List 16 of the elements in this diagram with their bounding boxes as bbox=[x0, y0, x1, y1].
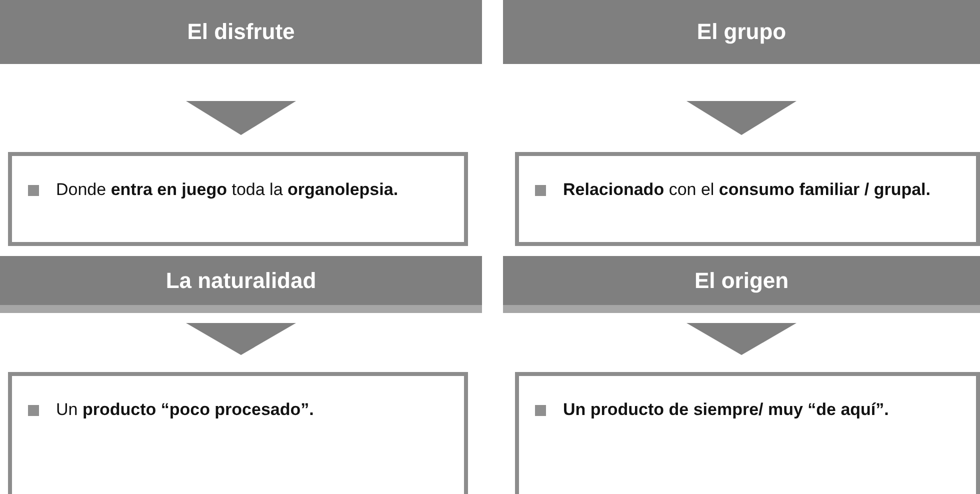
bullet-text: Relacionado con el consumo familiar / grupal. bbox=[563, 179, 932, 201]
section-header: El disfrute bbox=[0, 0, 482, 64]
bullet-text: Un producto de siempre/ muy “de aquí”. bbox=[563, 399, 890, 421]
bullet-text: Un producto “poco procesado”. bbox=[56, 399, 315, 421]
arrow bbox=[686, 323, 796, 355]
arrow bbox=[686, 101, 796, 135]
text-box bbox=[515, 372, 980, 494]
text-box bbox=[515, 152, 980, 246]
text-box bbox=[8, 372, 468, 494]
section-header: La naturalidad bbox=[0, 256, 482, 313]
bullet-text: Donde entra en juego toda la organolepsia. bbox=[56, 179, 400, 201]
section-header: El grupo bbox=[503, 0, 980, 64]
text-box bbox=[8, 152, 468, 246]
section-header: El origen bbox=[503, 256, 980, 313]
arrow bbox=[186, 101, 296, 135]
arrow bbox=[186, 323, 296, 355]
